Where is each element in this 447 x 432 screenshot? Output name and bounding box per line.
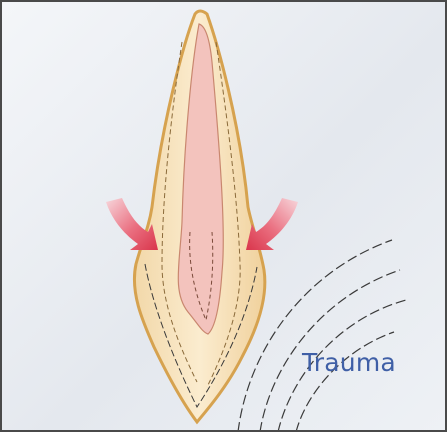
force-arrow-right <box>246 198 298 250</box>
trauma-label: Trauma <box>302 348 396 377</box>
impact-wave-4 <box>296 332 394 432</box>
